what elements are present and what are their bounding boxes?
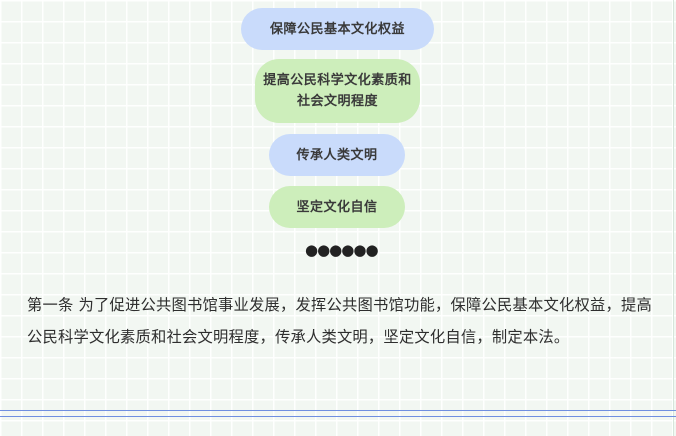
page-border-right [673, 0, 674, 436]
goal-pill-label: 坚定文化自信 [296, 199, 378, 215]
goal-pill-label: 传承人类文明 [296, 147, 378, 163]
goal-pill-cultural-rights: 保障公民基本文化权益 [241, 8, 434, 50]
bottom-divider-line [0, 410, 676, 411]
goal-pill-label: 提高公民科学文化素质和社会文明程度 [263, 73, 412, 109]
bottom-divider-line [0, 416, 676, 417]
goal-pill-scientific-quality: 提高公民科学文化素质和社会文明程度 [255, 59, 420, 123]
goal-pill-inherit-civilization: 传承人类文明 [269, 134, 405, 176]
goal-pill-label: 保障公民基本文化权益 [269, 21, 405, 37]
ellipsis-dots: ●●●●●● [305, 241, 379, 259]
goal-pill-cultural-confidence: 坚定文化自信 [269, 186, 405, 228]
article-paragraph: 第一条 为了促进公共图书馆事业发展，发挥公共图书馆功能，保障公民基本文化权益，提… [27, 296, 652, 346]
